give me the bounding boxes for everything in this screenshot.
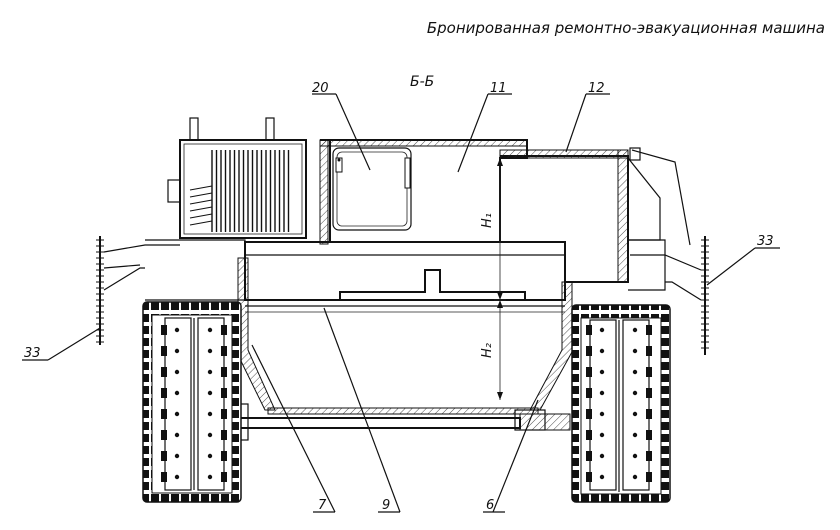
track-bolt — [174, 453, 180, 459]
track-bolt — [632, 348, 638, 354]
callout-33-left: 33 — [24, 346, 41, 361]
track-link — [646, 367, 652, 377]
track-bolt — [207, 474, 213, 480]
callout-7: 7 — [318, 498, 327, 513]
track-bolt — [174, 411, 180, 417]
track-link — [221, 472, 227, 482]
drawing-title: Бронированная ремонтно-эвакуационная маш… — [427, 19, 825, 37]
track-bolt — [599, 369, 605, 375]
track-bolt — [174, 390, 180, 396]
track-link — [161, 325, 167, 335]
track-link — [646, 346, 652, 356]
right-compartment — [499, 147, 691, 283]
track-bolt — [174, 432, 180, 438]
track-bolt — [174, 369, 180, 375]
track-bolt — [632, 474, 638, 480]
track-link — [646, 430, 652, 440]
callout-33-right: 33 — [757, 234, 774, 249]
track-link — [221, 367, 227, 377]
dimension-h2: H₂ — [480, 343, 495, 358]
track-link — [161, 346, 167, 356]
track-link — [221, 430, 227, 440]
track-link — [646, 388, 652, 398]
track-bolt — [599, 348, 605, 354]
track-link — [221, 388, 227, 398]
winch-drum — [189, 150, 290, 232]
track-link — [161, 451, 167, 461]
track-bolt — [599, 453, 605, 459]
track-link — [221, 325, 227, 335]
track-bolt — [599, 390, 605, 396]
track-link — [161, 430, 167, 440]
winch-cable — [189, 185, 213, 191]
winch-cable — [189, 192, 213, 198]
track-link — [586, 472, 592, 482]
section-label: Б-Б — [410, 74, 434, 90]
right-track-wheels — [586, 325, 652, 482]
track-bolt — [599, 411, 605, 417]
left-track — [142, 301, 242, 503]
callout-20: 20 — [312, 81, 329, 96]
left-outrigger — [96, 236, 246, 345]
hatch-door — [332, 147, 412, 231]
track-link — [586, 451, 592, 461]
track-bolt — [599, 474, 605, 480]
dimension-line — [494, 158, 506, 400]
callout-9: 9 — [382, 498, 390, 513]
track-bolt — [207, 348, 213, 354]
track-link — [161, 388, 167, 398]
track-bolt — [632, 327, 638, 333]
track-link — [221, 346, 227, 356]
track-link — [646, 472, 652, 482]
track-link — [221, 451, 227, 461]
track-bolt — [207, 390, 213, 396]
track-bolt — [632, 432, 638, 438]
callout-12: 12 — [588, 81, 605, 96]
track-bolt — [207, 327, 213, 333]
leader-lines — [22, 93, 780, 513]
track-bolt — [207, 369, 213, 375]
track-bolt — [632, 411, 638, 417]
track-link — [646, 409, 652, 419]
winch-box — [167, 117, 307, 239]
winch-cable — [189, 213, 213, 219]
track-link — [646, 325, 652, 335]
winch-cable — [189, 220, 213, 226]
dimension-h1: H₁ — [480, 213, 495, 228]
track-bolt — [599, 432, 605, 438]
track-link — [586, 346, 592, 356]
track-link — [586, 388, 592, 398]
winch-cable — [189, 206, 213, 212]
callout-11: 11 — [490, 81, 507, 96]
track-bolt — [207, 411, 213, 417]
track-link — [586, 367, 592, 377]
lower-hull — [227, 257, 573, 441]
track-link — [586, 409, 592, 419]
track-bolt — [632, 369, 638, 375]
left-track-wheels — [161, 325, 227, 482]
track-link — [221, 409, 227, 419]
track-bolt — [632, 453, 638, 459]
track-bolt — [632, 390, 638, 396]
track-link — [586, 325, 592, 335]
callout-6: 6 — [486, 498, 494, 513]
track-link — [161, 472, 167, 482]
track-bolt — [174, 474, 180, 480]
right-outrigger — [628, 236, 709, 355]
track-bolt — [174, 348, 180, 354]
track-bolt — [207, 453, 213, 459]
hull-body — [244, 241, 566, 313]
upper-compartment — [319, 139, 528, 245]
track-link — [646, 451, 652, 461]
track-bolt — [207, 432, 213, 438]
track-link — [161, 409, 167, 419]
track-bolt — [599, 327, 605, 333]
track-link — [586, 430, 592, 440]
track-bolt — [174, 327, 180, 333]
winch-cable — [189, 199, 213, 205]
track-link — [161, 367, 167, 377]
